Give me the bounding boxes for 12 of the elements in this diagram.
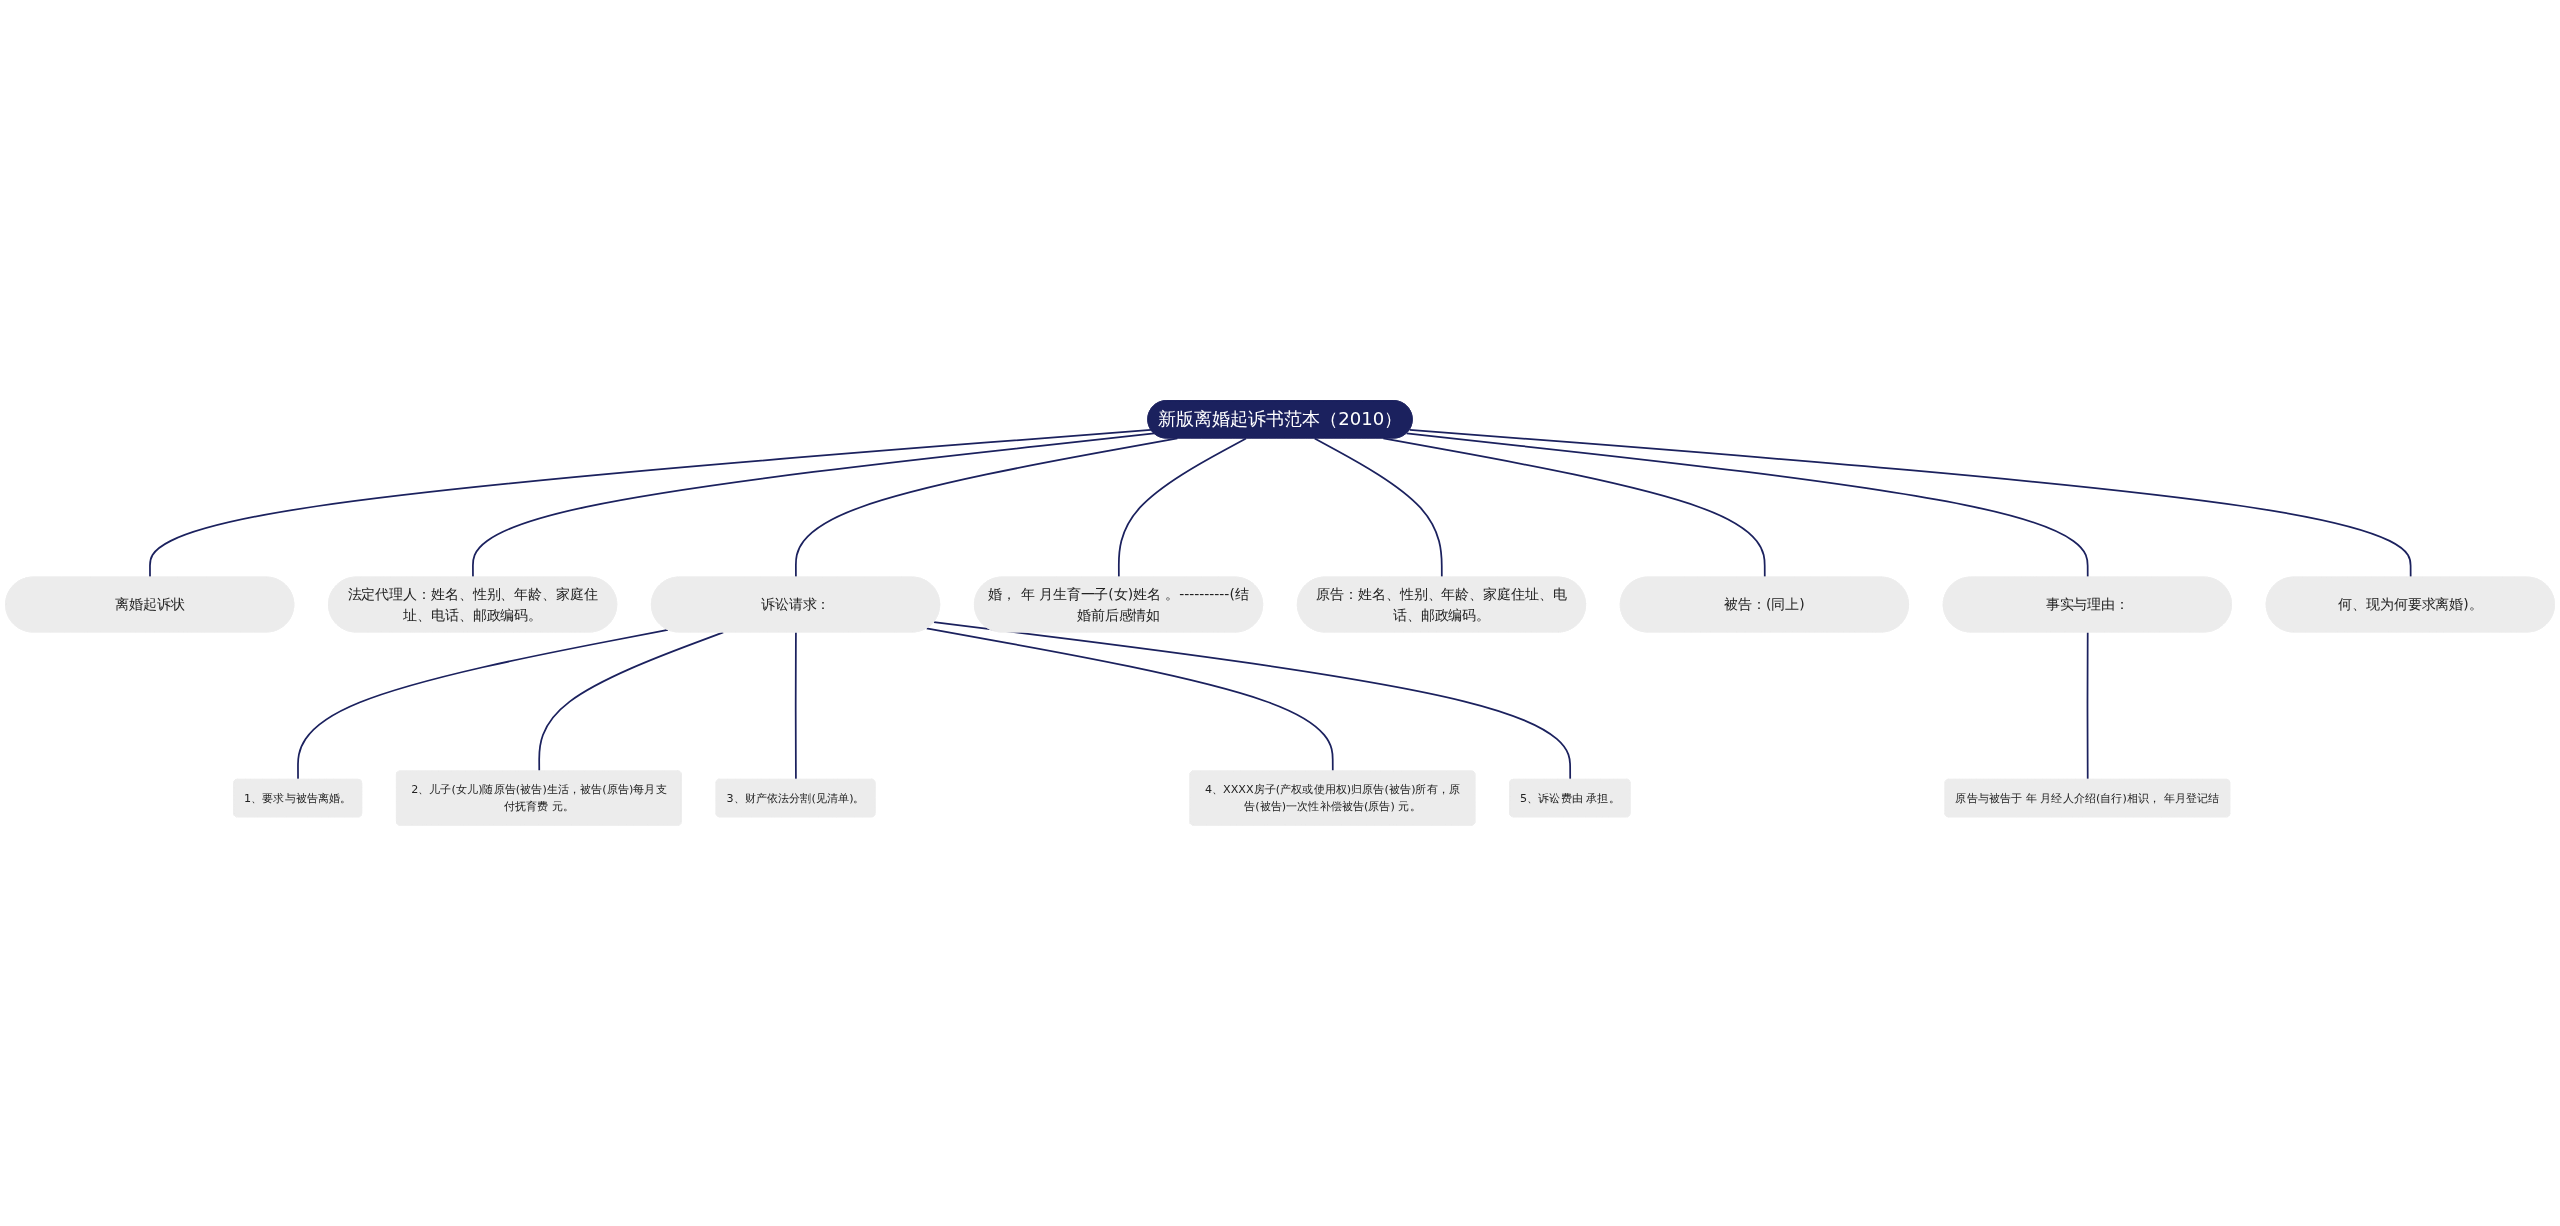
connector: [933, 621, 1572, 781]
connector: [1117, 437, 1247, 579]
connector: [472, 432, 1155, 579]
connector: [538, 631, 725, 773]
connector: [297, 629, 669, 781]
connector: [1313, 437, 1443, 579]
connector: [925, 627, 1334, 773]
connector: [149, 429, 1152, 579]
connector: [1408, 429, 2412, 579]
connector: [2086, 631, 2089, 781]
connector: [1405, 432, 2089, 579]
connector: [794, 631, 797, 781]
